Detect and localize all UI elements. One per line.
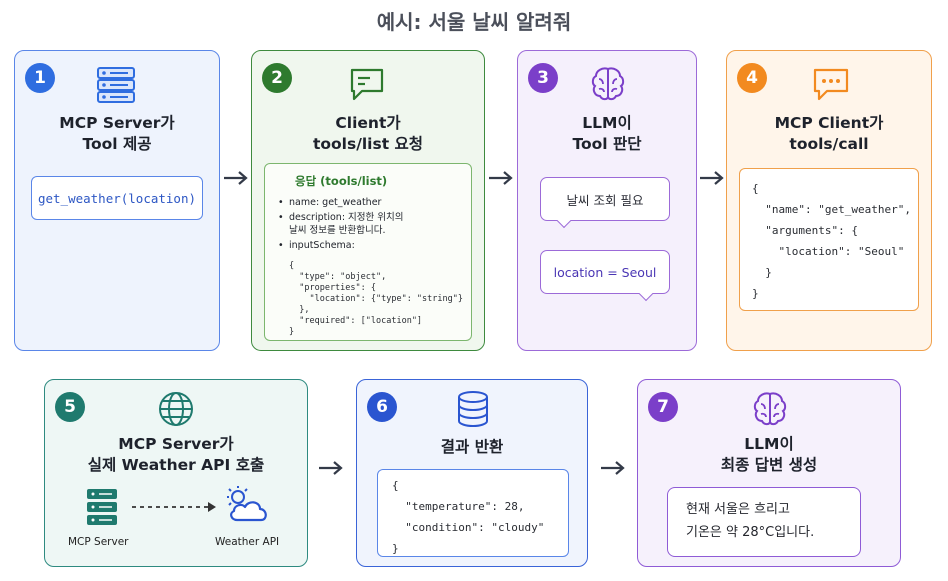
response-item-inputschema: inputSchema: bbox=[277, 239, 404, 252]
response-list: name: get_weather description: 지정한 위치의날씨… bbox=[277, 196, 404, 252]
step-6-title: 결과 반환 bbox=[440, 438, 504, 456]
server-icon bbox=[87, 489, 117, 525]
input-schema-code: { "type": "object", "properties": { "loc… bbox=[289, 261, 463, 337]
server-icon bbox=[97, 67, 135, 103]
llm-thought-bubble: 날씨 조회 필요 bbox=[540, 177, 670, 229]
final-answer-bubble: 현재 서울은 흐리고 기온은 약 28°C입니다. bbox=[667, 487, 861, 557]
arrow-right-icon bbox=[224, 171, 248, 185]
cloud-sun-icon bbox=[227, 486, 267, 522]
step-3-badge: 3 bbox=[528, 63, 558, 93]
database-icon bbox=[458, 391, 488, 428]
tools-call-code: { "name": "get_weather", "arguments": { … bbox=[739, 168, 919, 311]
response-item-name: name: get_weather bbox=[277, 196, 404, 209]
step-2-badge: 2 bbox=[262, 63, 292, 93]
step-6-card: 6 결과 반환 { "temperature": 28, "condition"… bbox=[356, 379, 588, 567]
step-6-badge: 6 bbox=[367, 392, 397, 422]
message-dots-icon bbox=[813, 68, 849, 101]
response-title: 응답 (tools/list) bbox=[295, 174, 388, 188]
arrow-right-icon bbox=[319, 461, 343, 475]
dashed-arrow-icon bbox=[132, 502, 216, 512]
result-code: { "temperature": 28, "condition": "cloud… bbox=[377, 469, 569, 557]
weather-api-label: Weather API bbox=[215, 536, 280, 548]
function-signature: get_weather(location) bbox=[31, 176, 203, 220]
diagram-title: 예시: 서울 날씨 알려줘 bbox=[376, 10, 572, 34]
step-1-badge: 1 bbox=[25, 63, 55, 93]
step-4-badge: 4 bbox=[737, 63, 767, 93]
arrow-right-icon bbox=[489, 171, 513, 185]
brain-icon bbox=[753, 392, 787, 426]
mcp-server-label: MCP Server bbox=[68, 536, 129, 548]
arrow-right-icon bbox=[700, 171, 724, 185]
tools-list-response: 응답 (tools/list) name: get_weather descri… bbox=[264, 163, 472, 341]
arrow-right-icon bbox=[601, 461, 625, 475]
brain-icon bbox=[591, 67, 625, 101]
step-7-badge: 7 bbox=[648, 392, 678, 422]
step-5-badge: 5 bbox=[55, 392, 85, 422]
chat-icon bbox=[350, 68, 384, 101]
globe-icon bbox=[159, 392, 193, 426]
location-bubble: location = Seoul bbox=[540, 250, 670, 302]
